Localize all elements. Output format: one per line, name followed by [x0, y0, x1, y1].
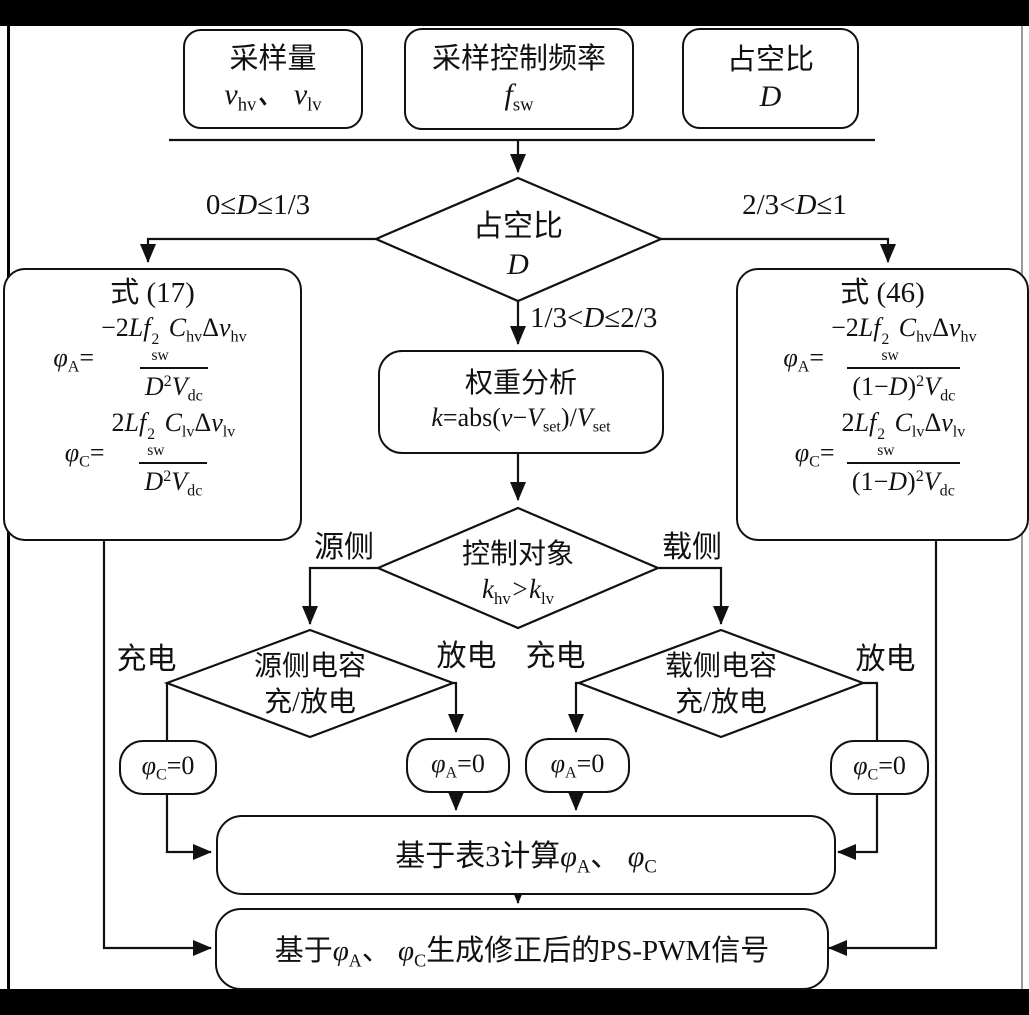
arrow-loadcap-charge — [568, 681, 584, 733]
duty-decision-diamond — [373, 176, 664, 303]
control-diamond-label: 控制对象 khv>klv — [461, 539, 574, 609]
arrow-phiC-left-to-table3 — [165, 790, 212, 860]
final-pspwm-box: 基于φA、 φC生成修正后的PS-PWM信号 — [215, 908, 829, 990]
input-box-duty: 占空比 D — [682, 28, 859, 129]
input-box-frequency: 采样控制频率 fsw — [404, 28, 634, 130]
label-charge-outer-left: 充电 — [116, 643, 177, 676]
label-discharge-outer-right: 放电 — [855, 643, 916, 676]
source-cap-diamond-label: 源侧电容 充/放电 — [253, 651, 366, 719]
eq17-title: 式 (17) — [110, 277, 195, 309]
table3-calc-box: 基于表3计算φA、 φC — [216, 815, 836, 895]
eq46-title: 式 (46) — [840, 277, 925, 309]
arrow-sourcecap-discharge — [448, 681, 464, 733]
input-sample-title: 采样量 — [229, 42, 317, 75]
weight-analysis-formula: k=abs(v−Vset)/Vset — [431, 402, 611, 436]
branch-label-mid: 1/3<D≤2/3 — [530, 302, 658, 334]
branch-label-right: 2/3<D≤1 — [742, 189, 847, 221]
arrow-control-to-load-cap — [658, 566, 729, 625]
load-cap-diamond-label: 载侧电容 充/放电 — [664, 651, 777, 719]
arrow-eq46-to-final — [828, 531, 938, 956]
bottom-black-bar — [0, 989, 1029, 1015]
duty-diamond-label: 占空比 D — [473, 210, 563, 281]
weight-analysis-title: 权重分析 — [464, 367, 577, 399]
arrow-eq17-to-final — [102, 531, 212, 956]
phi-c-zero-right: φC=0 — [830, 740, 929, 795]
label-source-side: 源侧 — [314, 531, 374, 564]
branch-label-left: 0≤D≤1/3 — [205, 189, 311, 221]
input-sample-value: vhv、 vlv — [224, 78, 322, 116]
branch-right-to-eq46 — [661, 237, 896, 263]
input-frequency-title: 采样控制频率 — [431, 42, 606, 75]
top-black-bar — [0, 0, 1029, 26]
phi-c-zero-left: φC=0 — [119, 740, 217, 795]
input-box-sample: 采样量 vhv、 vlv — [183, 29, 363, 129]
arrow-control-to-source-cap — [302, 566, 378, 625]
branch-left-to-eq17 — [140, 237, 376, 263]
label-load-side: 载侧 — [662, 531, 722, 564]
load-cap-diamond — [575, 628, 867, 739]
phi-a-zero-right: φA=0 — [525, 738, 630, 793]
label-discharge-inner-left: 放电 — [436, 640, 497, 673]
control-decision-diamond — [375, 506, 661, 630]
source-cap-diamond — [163, 628, 457, 739]
weight-analysis-box: 权重分析 k=abs(v−Vset)/Vset — [378, 350, 664, 454]
input-duty-title: 占空比 — [726, 44, 814, 77]
arrow-phiC-right-to-table3 — [837, 790, 879, 860]
line-loadcap-discharge-down — [863, 681, 879, 740]
label-charge-inner-right: 充电 — [525, 640, 586, 673]
phi-a-zero-left: φA=0 — [406, 738, 510, 793]
input-duty-value: D — [759, 79, 782, 113]
input-frequency-value: fsw — [504, 78, 534, 116]
